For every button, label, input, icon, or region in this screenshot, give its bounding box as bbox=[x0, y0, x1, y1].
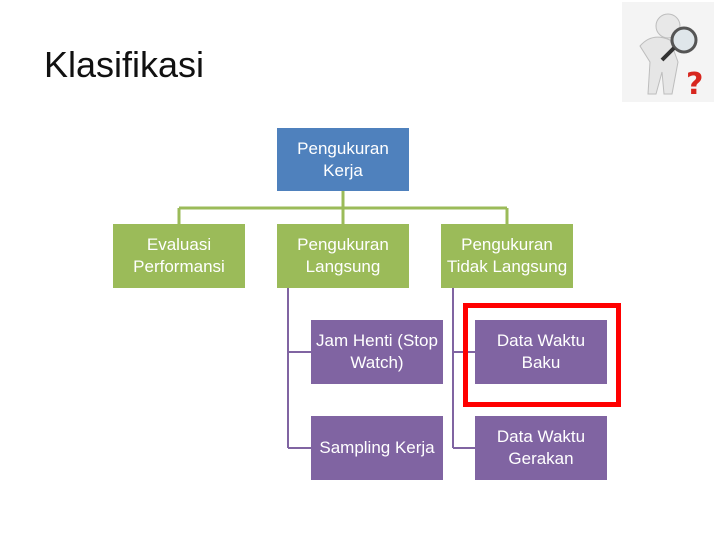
node-evaluasi-performansi: Evaluasi Performansi bbox=[113, 224, 245, 288]
node-jam-henti: Jam Henti (Stop Watch) bbox=[311, 320, 443, 384]
node-pengukuran-tidak-langsung: Pengukuran Tidak Langsung bbox=[441, 224, 573, 288]
node-pengukuran-kerja: Pengukuran Kerja bbox=[277, 128, 409, 191]
node-sampling-kerja: Sampling Kerja bbox=[311, 416, 443, 480]
svg-text:?: ? bbox=[686, 67, 703, 102]
highlight-box bbox=[463, 303, 621, 407]
node-pengukuran-langsung: Pengukuran Langsung bbox=[277, 224, 409, 288]
node-data-waktu-baku: Data Waktu Baku bbox=[475, 320, 607, 384]
slide-title: Klasifikasi bbox=[44, 44, 205, 85]
node-data-waktu-gerakan: Data Waktu Gerakan bbox=[475, 416, 607, 480]
figure-with-magnifier-and-question-mark-icon: ? bbox=[622, 2, 714, 102]
